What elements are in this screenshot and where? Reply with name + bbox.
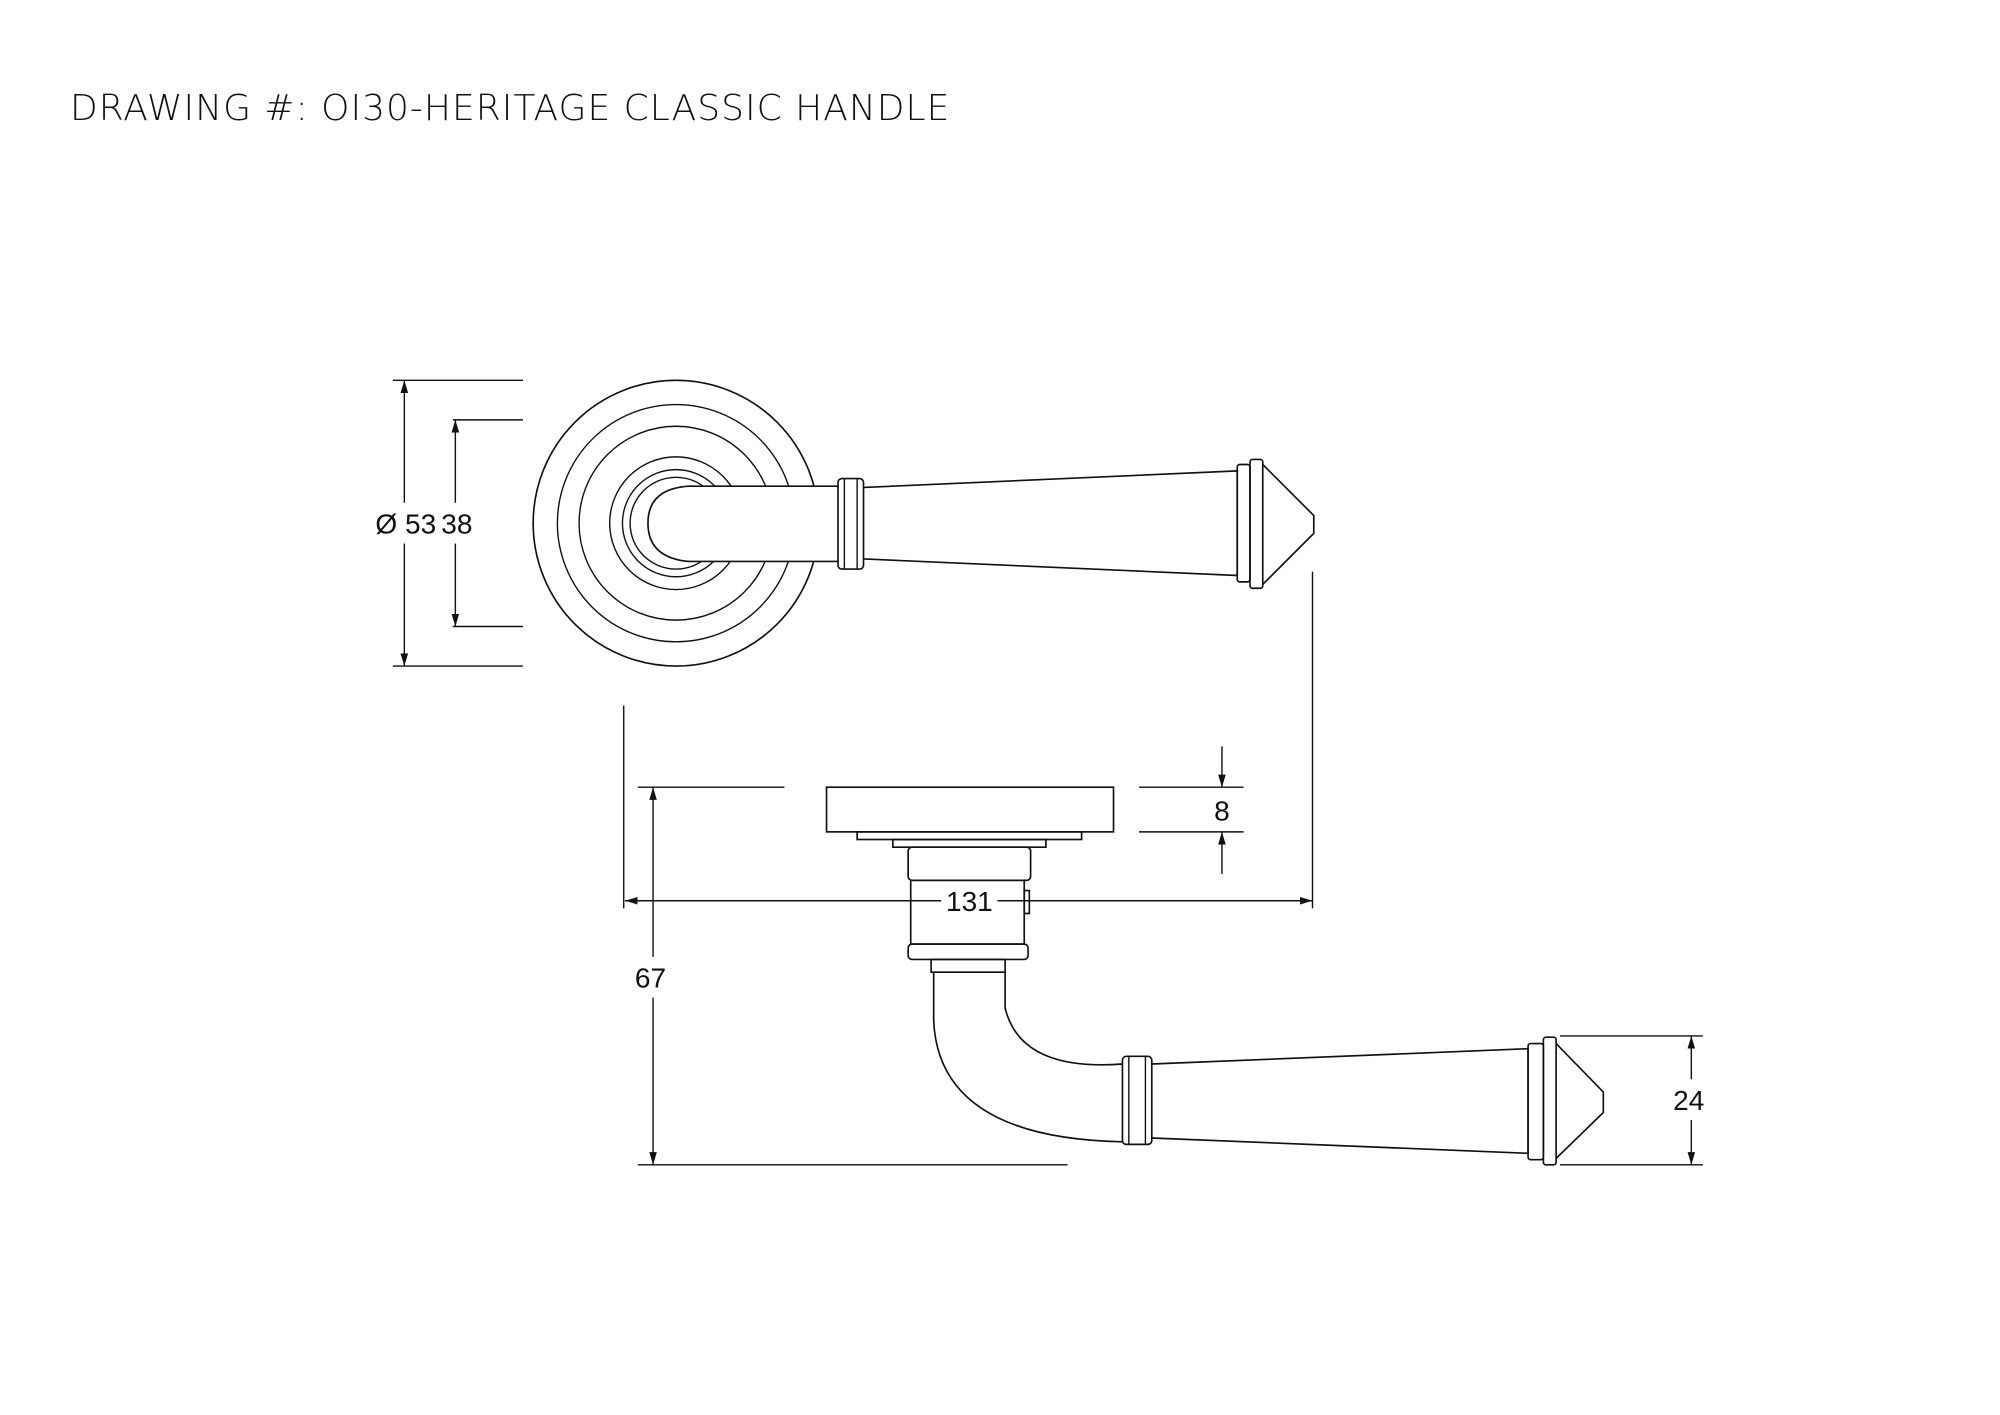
front-dimensions: Ø 53 38 [375, 379, 1314, 909]
dim-inner-diameter: 38 [441, 508, 472, 539]
dim-length: 131 [946, 886, 993, 917]
dim-plate-thickness: 8 [1214, 795, 1230, 826]
dim-projection: 67 [635, 962, 666, 993]
drawing-title: DRAWING #: OI30-HERITAGE CLASSIC HANDLE [70, 88, 951, 129]
side-dimensions: 131 67 8 24 [623, 705, 1704, 1166]
dim-rose-diameter: Ø 53 [375, 508, 436, 539]
side-view [825, 786, 1605, 1166]
front-view [532, 379, 1315, 667]
dim-lever-height: 24 [1673, 1085, 1704, 1116]
